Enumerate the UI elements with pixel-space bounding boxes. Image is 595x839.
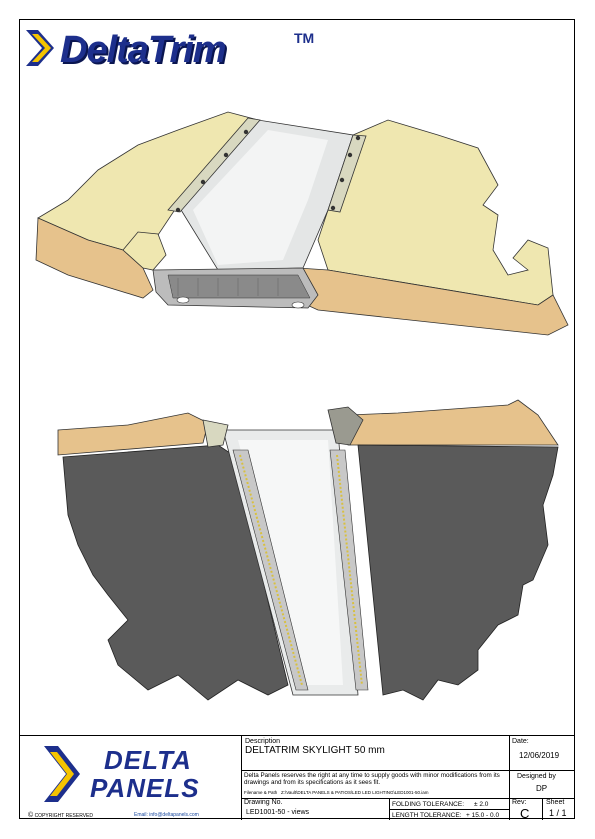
date-label: Date:: [512, 738, 529, 745]
left-led-strip: [232, 449, 309, 691]
description-label: Description: [245, 738, 281, 745]
tb-divider-sheet: [542, 798, 543, 820]
right-trim: [327, 134, 367, 213]
fixing-screws: [175, 129, 361, 213]
trademark-mark: TM: [294, 30, 315, 46]
left-trim: [167, 117, 261, 213]
filename-value: Z:\Vault\DELTA PANELS & PATIOS\LED LED L…: [281, 790, 429, 795]
rev-label: Rev:: [512, 799, 527, 806]
sheet-value: 1 / 1: [549, 808, 567, 818]
tb-divider-right: [509, 736, 510, 820]
designed-by-label: Designed by: [517, 773, 556, 780]
right-panel-underside: [357, 444, 559, 701]
filename-label: Filename & Path: [244, 790, 278, 795]
drawing-frame: [19, 19, 575, 819]
left-panel-foam: [35, 217, 154, 299]
delta-panels-logo: DELTA PANELS: [20, 740, 220, 812]
length-tolerance-label: LENGTH TOLERANCE:: [392, 812, 462, 819]
tb-hline-2: [241, 798, 575, 799]
deltatrim-logo: DeltaTrim TM: [24, 24, 324, 80]
tb-hline-1: [241, 770, 575, 771]
left-panel-underside: [62, 444, 289, 701]
skylight-top-view-drawing: [35, 111, 569, 336]
right-panel-foam-edge: [347, 399, 559, 446]
title-block: Description DELTATRIM SKYLIGHT 50 mm Dat…: [19, 735, 575, 821]
drawing-no-label: Drawing No.: [244, 799, 283, 806]
right-led-strip: [329, 449, 369, 691]
folding-tolerance-value: ± 2.0: [474, 801, 489, 808]
brand-name: DeltaTrim: [60, 29, 227, 71]
tb-divider-logo: [241, 736, 242, 820]
company-email[interactable]: Email: info@deltapanels.com: [134, 812, 199, 818]
tb-hline-3: [389, 809, 509, 810]
top-trim-right: [327, 406, 364, 446]
delta-panels-chevron-icon: [44, 746, 80, 802]
skylight-underside-view-drawing: [57, 399, 559, 701]
top-trim: [202, 419, 229, 448]
date-value: 12/06/2019: [519, 751, 560, 760]
copyright-notice: © COPYRIGHT RESERVED: [28, 812, 93, 819]
copyright-text: COPYRIGHT RESERVED: [34, 813, 94, 819]
disclaimer-text: Delta Panels reserves the right at any t…: [244, 772, 500, 786]
sheet-label: Sheet: [546, 799, 565, 806]
folding-tolerance-label: FOLDING TOLERANCE:: [392, 801, 464, 808]
company-name-line1: DELTA: [104, 745, 192, 775]
drawing-no-value: LED1001-50 - views: [246, 809, 310, 816]
company-name-line2: PANELS: [90, 773, 200, 803]
deltatrim-chevron-icon: [26, 30, 54, 66]
left-rib: [122, 231, 167, 271]
designed-by-value: DP: [536, 784, 548, 793]
description-value: DELTATRIM SKYLIGHT 50 mm: [245, 745, 385, 756]
length-tolerance-value: + 15.0 - 0.0: [466, 812, 500, 819]
rev-value: C: [520, 806, 530, 821]
copyright-symbol: ©: [28, 812, 34, 819]
